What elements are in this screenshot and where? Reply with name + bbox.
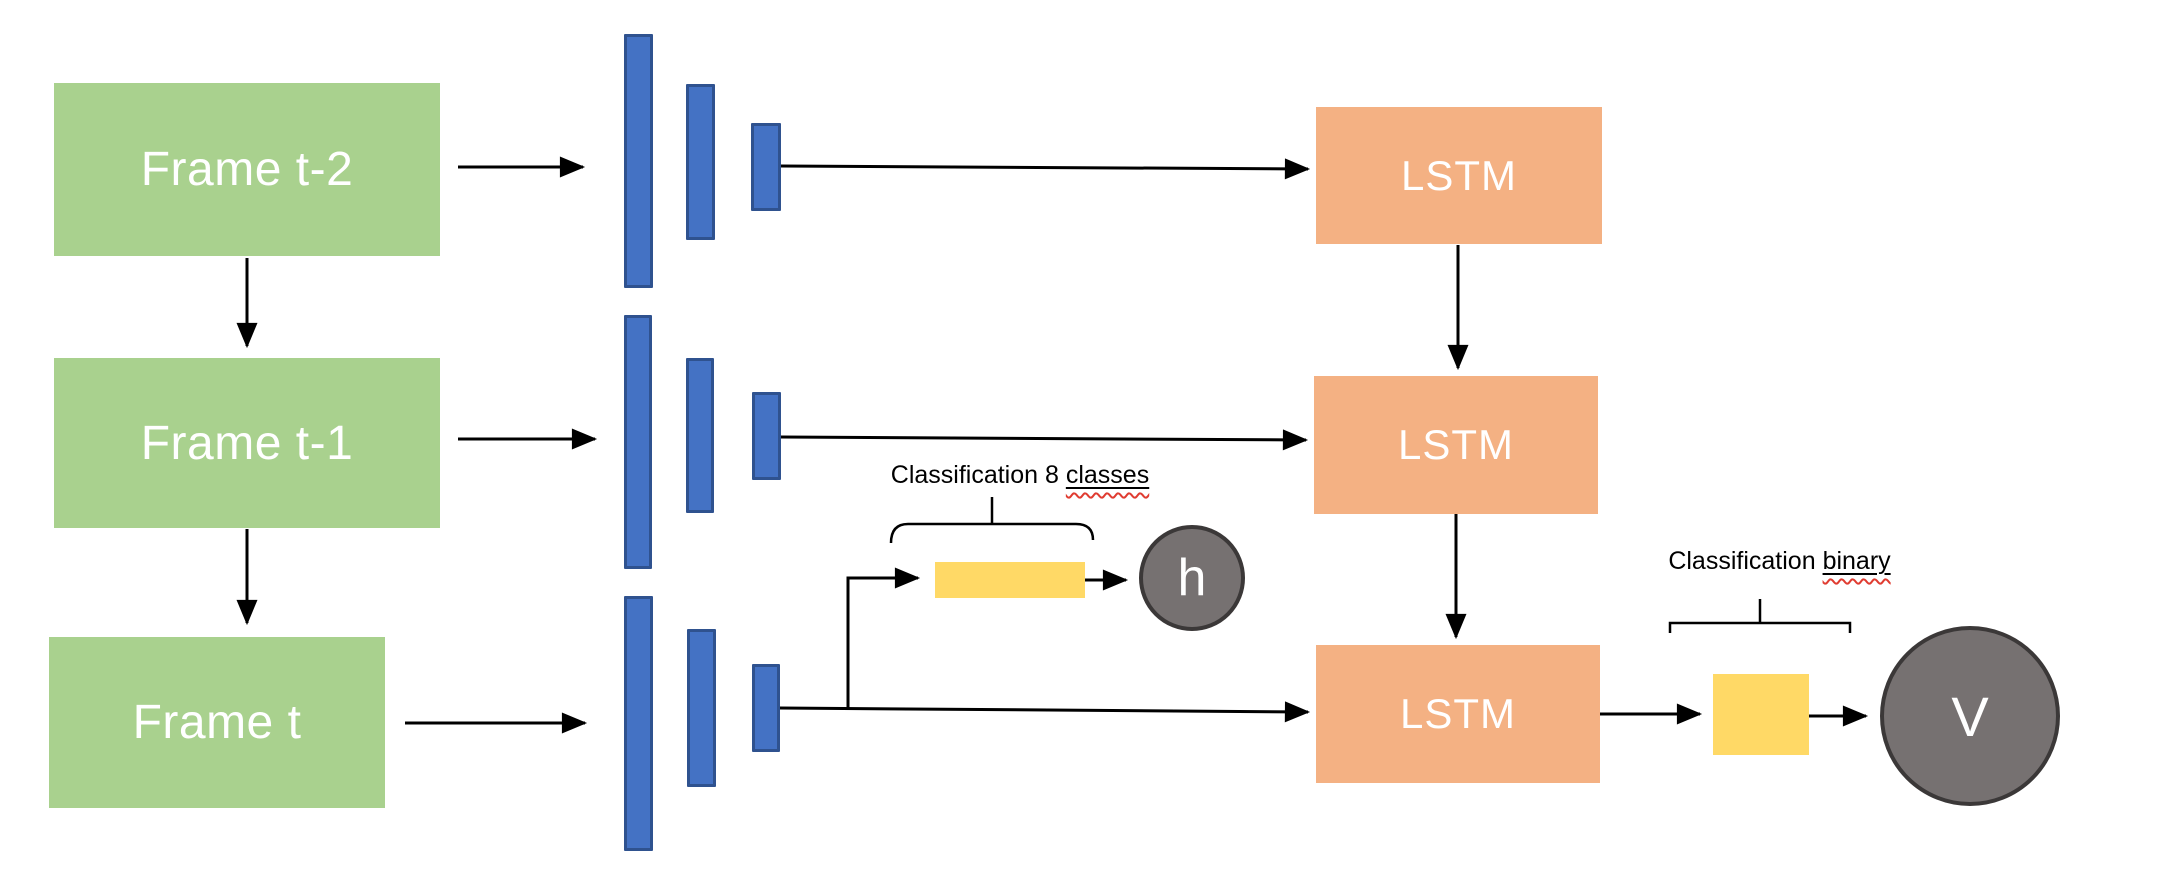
arrow-branch-to-fc-8classes — [846, 567, 921, 708]
misspelled-word: binary — [1822, 547, 1891, 575]
cnn-bar-large — [624, 34, 653, 288]
frame-t2-label: Frame t-2 — [140, 143, 354, 196]
cnn-bar-large — [624, 596, 653, 851]
h-output-node: h — [1139, 525, 1245, 631]
cnn-bar-small — [752, 664, 780, 752]
arrow-cnn1-to-lstm1 — [780, 158, 1311, 180]
arrow-cnn2-to-lstm2 — [780, 429, 1309, 451]
fc-layer-8-classes — [935, 562, 1085, 598]
frame-t1-box: Frame t-1 — [54, 358, 440, 528]
frame-t1-label: Frame t-1 — [140, 416, 354, 470]
h-node-label: h — [1177, 549, 1207, 607]
cnn-bar-medium — [687, 629, 716, 787]
cnn-bar-medium — [686, 84, 715, 240]
label-text: Classification — [1668, 547, 1823, 575]
frame-t-box: Frame t — [49, 637, 385, 808]
label-text: Classification 8 — [890, 461, 1066, 489]
lstm-box-2: LSTM — [1314, 376, 1598, 514]
cnn-bar-large — [624, 315, 652, 569]
cnn-bar-small — [751, 123, 781, 211]
classification-8-classes-label: Classification 8 classes — [855, 458, 1185, 492]
misspelled-word: classes — [1065, 461, 1150, 489]
fc-layer-binary — [1713, 674, 1809, 755]
brace-binary — [1668, 621, 1852, 633]
lstm-box-1: LSTM — [1316, 107, 1602, 244]
lstm-3-label: LSTM — [1399, 690, 1516, 737]
lstm-2-label: LSTM — [1397, 421, 1514, 468]
classification-binary-label: Classification binary — [1612, 544, 1947, 578]
arrow-cnn3-to-lstm3 — [779, 701, 1311, 723]
v-node-label: V — [1951, 684, 1989, 748]
v-output-node: V — [1880, 626, 2060, 806]
frame-t-label: Frame t — [132, 696, 302, 749]
cnn-bar-small — [752, 392, 781, 480]
frame-t2-box: Frame t-2 — [54, 83, 440, 256]
lstm-1-label: LSTM — [1400, 151, 1517, 199]
lstm-box-3: LSTM — [1316, 645, 1600, 783]
brace-8-classes — [889, 522, 1095, 544]
cnn-bar-medium — [686, 358, 714, 513]
